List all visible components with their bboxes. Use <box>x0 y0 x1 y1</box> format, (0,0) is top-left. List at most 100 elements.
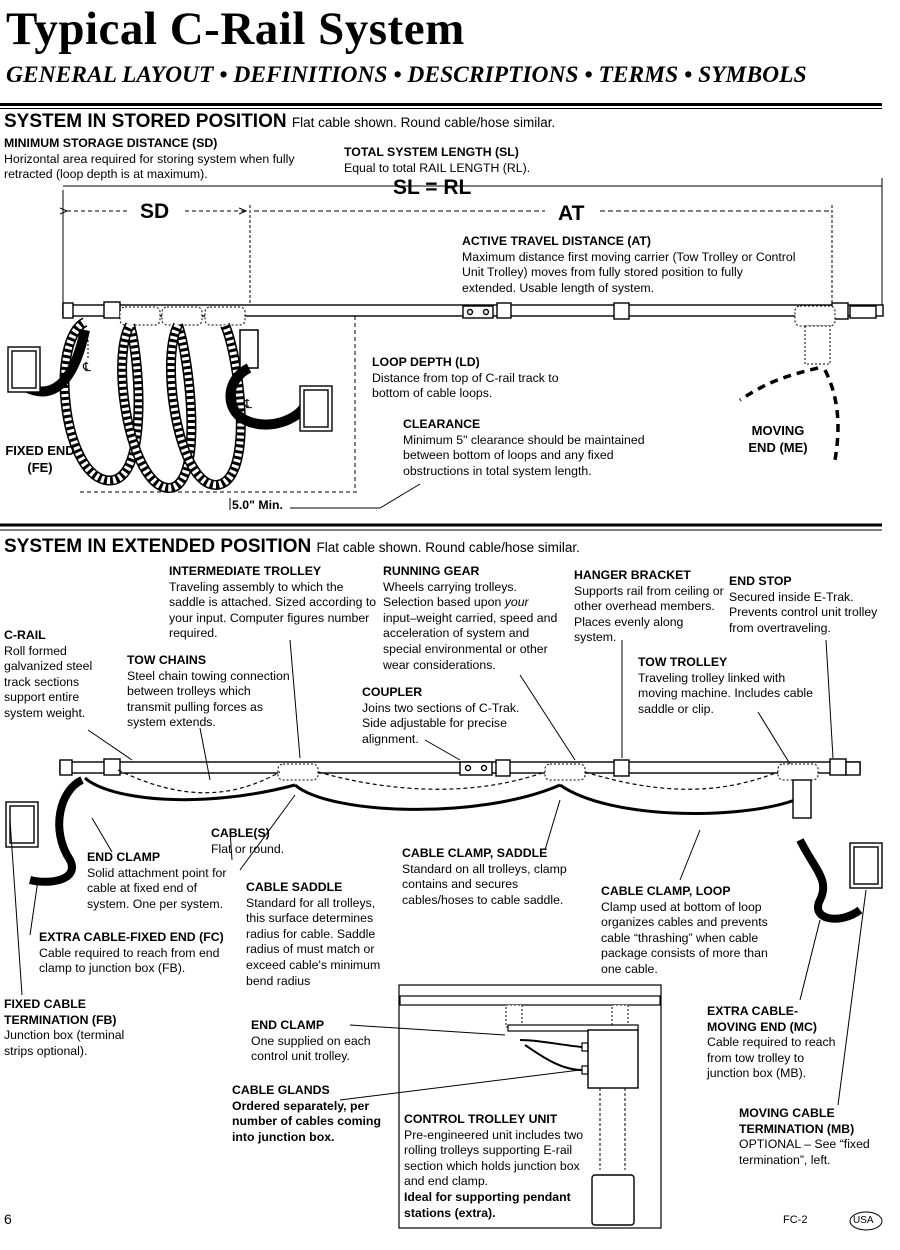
control-title: CONTROL TROLLEY UNIT <box>404 1112 558 1126</box>
cable-saddle-text: Standard for all trolleys, this surface … <box>246 895 381 988</box>
ld-title: LOOP DEPTH (LD) <box>372 355 480 369</box>
clamp-saddle-def: CABLE CLAMP, SADDLE Standard on all trol… <box>402 846 582 908</box>
end-clamp-title: END CLAMP <box>87 850 161 864</box>
coupler-title: COUPLER <box>362 685 423 699</box>
hanger-text: Supports rail from ceiling or other over… <box>574 583 724 645</box>
control-trolley-def: CONTROL TROLLEY UNIT Pre-engineered unit… <box>404 1112 584 1221</box>
running-text-a: Wheels carrying trolleys. Selection base… <box>383 579 517 610</box>
extra-mc-text: Cable required to reach from tow trolley… <box>707 1035 836 1081</box>
clamp-loop-def: CABLE CLAMP, LOOP Clamp used at bottom o… <box>601 884 791 978</box>
crail-text: Roll formed galvanized steel track secti… <box>4 643 93 720</box>
clearance-text: Minimum 5" clearance should be maintaine… <box>403 432 645 478</box>
ld-text: Distance from top of C-rail track to bot… <box>372 370 559 401</box>
control-trolley-inset <box>339 984 662 1229</box>
hanger-title: HANGER BRACKET <box>574 568 691 582</box>
fixed-end-label: FIXED END (FE) <box>5 443 75 475</box>
fixed-termination-def: FIXED CABLE TERMINATION (FB) Junction bo… <box>4 997 134 1059</box>
moving-termination-def: MOVING CABLE TERMINATION (MB) OPTIONAL –… <box>739 1106 889 1168</box>
figure-code: FC-2 <box>783 1214 808 1226</box>
end-stop-def: END STOP Secured inside E-Trak. Prevents… <box>729 574 897 636</box>
end-clamp2-title: END CLAMP <box>251 1018 325 1032</box>
extra-cable-fixed-def: EXTRA CABLE-FIXED END (FC) Cable require… <box>39 930 244 977</box>
end-clamp-def: END CLAMP Solid attachment point for cab… <box>87 850 242 912</box>
glands-title: CABLE GLANDS <box>232 1083 330 1097</box>
extra-fc-title: EXTRA CABLE-FIXED END (FC) <box>39 930 224 944</box>
extended-heading-sub: Flat cable shown. Round cable/hose simil… <box>316 540 580 555</box>
page-number: 6 <box>4 1211 12 1227</box>
at-definition: ACTIVE TRAVEL DISTANCE (AT) Maximum dist… <box>462 234 797 296</box>
min-clearance-label: 5.0" Min. <box>232 498 283 512</box>
sl-definition: TOTAL SYSTEM LENGTH (SL) Equal to total … <box>344 145 604 176</box>
extended-heading-title: SYSTEM IN EXTENDED POSITION <box>4 536 312 557</box>
end-clamp2-text: One supplied on each control unit trolle… <box>251 1033 371 1064</box>
tow-chains-title: TOW CHAINS <box>127 653 207 667</box>
centerline-symbol-2: ℄ <box>244 397 252 411</box>
page-subtitle: GENERAL LAYOUT • DEFINITIONS • DESCRIPTI… <box>6 62 807 88</box>
coupler-def: COUPLER Joins two sections of C-Trak. Si… <box>362 685 542 747</box>
fixed-term-text: Junction box (terminal strips optional). <box>4 1028 125 1058</box>
tow-trolley-def: TOW TROLLEY Traveling trolley linked wit… <box>638 655 813 717</box>
stored-heading-sub: Flat cable shown. Round cable/hose simil… <box>291 115 556 130</box>
moving-end-label: MOVING END (ME) <box>748 423 808 455</box>
clamp-saddle-text: Standard on all trolleys, clamp contains… <box>402 861 567 907</box>
sd-text: Horizontal area required for storing sys… <box>4 151 295 182</box>
leader-lines <box>9 639 867 1106</box>
tow-trolley-title: TOW TROLLEY <box>638 655 728 669</box>
c-rail-def: C-RAIL Roll formed galvanized steel trac… <box>4 628 116 722</box>
end-stop-title: END STOP <box>729 574 792 588</box>
tow-trolley-text: Traveling trolley linked with moving mac… <box>638 670 813 716</box>
header-rule-thick <box>0 103 882 106</box>
stored-cable-loops <box>11 317 310 493</box>
intermediate-title: INTERMEDIATE TROLLEY <box>169 564 322 578</box>
extra-fc-text: Cable required to reach from end clamp t… <box>39 945 220 976</box>
extended-tow-chains <box>117 769 779 794</box>
usa-badge: USA <box>853 1215 874 1226</box>
running-text-b: input–weight carried, speed and accelera… <box>383 610 558 672</box>
glands-text: Ordered separately, per number of cables… <box>232 1098 381 1144</box>
stored-heading-title: SYSTEM IN STORED POSITION <box>4 111 287 132</box>
tow-chains-def: TOW CHAINS Steel chain towing connection… <box>127 653 297 731</box>
extended-cables <box>29 776 863 923</box>
extended-rail <box>59 758 861 777</box>
moving-term-title: MOVING CABLE TERMINATION (MB) <box>739 1106 855 1136</box>
sd-title: MINIMUM STORAGE DISTANCE (SD) <box>4 136 218 150</box>
ld-definition: LOOP DEPTH (LD) Distance from top of C-r… <box>372 355 572 402</box>
usa-badge-outline <box>849 1211 883 1231</box>
moving-term-text: OPTIONAL – See “fixed termination”, left… <box>739 1137 870 1167</box>
sl-text: Equal to total RAIL LENGTH (RL). <box>344 160 531 175</box>
page-title: Typical C-Rail System <box>6 3 465 55</box>
running-title: RUNNING GEAR <box>383 564 480 578</box>
clamp-loop-text: Clamp used at bottom of loop organizes c… <box>601 899 768 976</box>
cables-title: CABLE(S) <box>211 826 270 840</box>
extended-heading: SYSTEM IN EXTENDED POSITION Flat cable s… <box>4 536 580 558</box>
intermediate-trolley-def: INTERMEDIATE TROLLEY Traveling assembly … <box>169 564 377 642</box>
end-clamp-control-def: END CLAMP One supplied on each control u… <box>251 1018 396 1065</box>
stored-junction-boxes <box>7 346 333 432</box>
running-text-em: your <box>504 595 529 610</box>
crail-title: C-RAIL <box>4 628 46 642</box>
at-title: ACTIVE TRAVEL DISTANCE (AT) <box>462 234 652 248</box>
extra-cable-moving-def: EXTRA CABLE-MOVING END (MC) Cable requir… <box>707 1004 847 1082</box>
sl-title: TOTAL SYSTEM LENGTH (SL) <box>344 145 519 159</box>
cable-saddle-title: CABLE SADDLE <box>246 880 343 894</box>
cables-text: Flat or round. <box>211 841 285 856</box>
end-clamp-text: Solid attachment point for cable at fixe… <box>87 865 227 911</box>
stored-trolleys <box>119 305 836 365</box>
running-gear-def: RUNNING GEAR Wheels carrying trolleys. S… <box>383 564 561 673</box>
clearance-title: CLEARANCE <box>403 417 481 431</box>
cables-def: CABLE(S) Flat or round. <box>211 826 321 857</box>
sl-rl-dimension: SL = RL <box>393 176 472 199</box>
centerline-symbol-1: ℄ <box>83 360 91 374</box>
extra-mc-title: EXTRA CABLE-MOVING END (MC) <box>707 1004 817 1034</box>
tow-chains-text: Steel chain towing connection between tr… <box>127 668 290 730</box>
end-stop-text: Secured inside E-Trak. Prevents control … <box>729 589 878 635</box>
control-text-bold: Ideal for supporting pendant stations (e… <box>404 1189 571 1220</box>
sd-definition: MINIMUM STORAGE DISTANCE (SD) Horizontal… <box>4 136 304 183</box>
cable-glands-def: CABLE GLANDS Ordered separately, per num… <box>232 1083 392 1145</box>
section-divider <box>0 523 882 531</box>
clamp-saddle-title: CABLE CLAMP, SADDLE <box>402 846 548 860</box>
fixed-term-title: FIXED CABLE TERMINATION (FB) <box>4 997 117 1027</box>
coupler-text: Joins two sections of C-Trak. Side adjus… <box>362 700 520 746</box>
moving-end-cable <box>739 366 840 461</box>
